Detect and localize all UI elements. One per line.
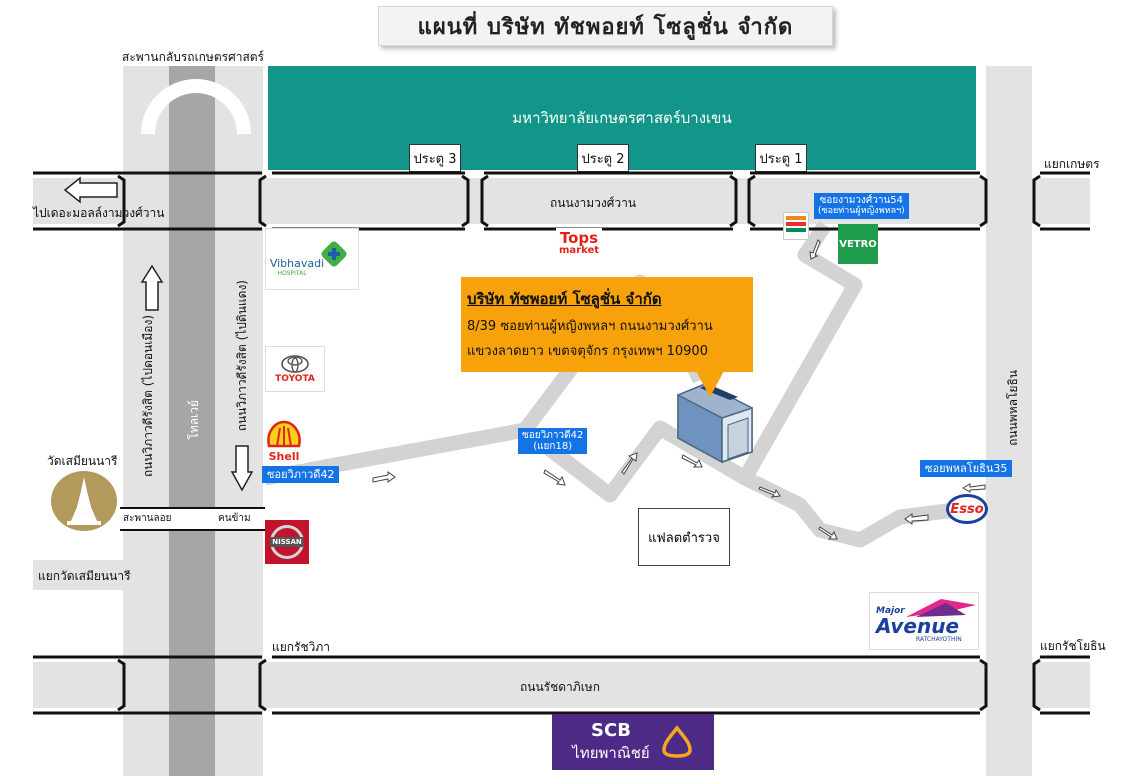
arrow-to-mall xyxy=(63,176,118,204)
major-avenue-logo: Major Avenue RATCHAYOTHIN xyxy=(869,592,979,650)
company-name: บริษัท ทัชพอยท์ โซลูชั่น จำกัด xyxy=(467,290,662,308)
road-phahonyothin-strip xyxy=(986,66,1032,776)
esso-logo: Esso xyxy=(946,494,988,524)
soi-vibhavadi42-tag: ซอยวิภาวดี42 xyxy=(262,466,340,483)
road-side-strip xyxy=(33,560,123,590)
vetro-logo: VETRO xyxy=(838,224,878,264)
map-title: แผนที่ บริษัท ทัชพอยท์ โซลูชั่น จำกัด xyxy=(378,6,833,46)
hospital-cross-icon xyxy=(321,241,347,267)
road-label-ratchadaphisek: ถนนรัชดาภิเษก xyxy=(520,680,600,694)
company-box-pointer xyxy=(696,371,724,397)
label-kaset-junction: แยกเกษตร xyxy=(1044,157,1100,171)
toyota-emblem-icon xyxy=(281,355,309,373)
company-building-icon xyxy=(677,383,753,464)
major-star-icon xyxy=(906,599,976,617)
label-temple: วัดเสมียนนารี xyxy=(47,454,118,468)
soi-vibhavadi42-branch-tag: ซอยวิภาวดี42 (แยก18) xyxy=(518,428,588,454)
label-ratchayothin-junction: แยกรัชโยธิน xyxy=(1040,639,1106,653)
seven-eleven-logo xyxy=(783,212,809,240)
route-main xyxy=(263,420,956,548)
temple-icon xyxy=(51,471,117,531)
kaset-bridge-arc xyxy=(141,79,251,135)
company-address-line2: แขวงลาดยาว เขตจตุจักร กรุงเทพฯ 10900 xyxy=(467,344,708,359)
route-north xyxy=(738,220,863,482)
soi-ngamwongwan54-tag: ซอยงามวงศ์วาน54 (ซอยท่านผู้หญิงพหลฯ) xyxy=(814,193,909,219)
nissan-logo: NISSAN xyxy=(265,520,309,564)
road-label-ngamwongwan: ถนนงามวงศ์วาน xyxy=(550,196,637,210)
gate-3: ประตู 3 xyxy=(409,144,461,172)
shell-logo: Shell xyxy=(264,418,304,464)
gate-2: ประตู 2 xyxy=(577,144,629,172)
scb-logo: SCB ไทยพาณิชย์ xyxy=(552,714,714,770)
company-info-box: บริษัท ทัชพอยท์ โซลูชั่น จำกัด 8/39 ซอยท… xyxy=(461,277,753,372)
shell-emblem-icon xyxy=(267,420,301,447)
arrow-down-vibhavadi xyxy=(230,445,254,492)
label-temple-junction: แยกวัดเสมียนนารี xyxy=(38,569,131,583)
tops-market-logo: Tops market xyxy=(556,228,602,258)
soi-phahon35-tag: ซอยพหลโยธิน35 xyxy=(920,460,1013,477)
label-flyover-right: คนข้าม xyxy=(218,513,251,524)
label-kaset-bridge: สะพานกลับรถเกษตรศาสตร์ xyxy=(122,50,265,64)
label-to-mall: ไปเดอะมอลล์งามวงศ์วาน xyxy=(33,206,165,220)
label-flyover-left: สะพานลอย xyxy=(123,513,172,524)
flyover-bar xyxy=(120,507,265,531)
police-flat: แฟลตตำรวจ xyxy=(638,508,730,566)
scb-emblem-icon xyxy=(661,725,692,758)
toyota-logo: TOYOTA xyxy=(265,346,325,392)
label-ratchavipha-junction: แยกรัชวิภา xyxy=(272,640,331,654)
arrow-up-vibhavadi xyxy=(140,264,164,311)
vibhavadi-hospital-logo: Vibhavadi HOSPITAL xyxy=(265,228,359,290)
company-address-line1: 8/39 ซอยท่านผู้หญิงพหลฯ ถนนงามวงศ์วาน xyxy=(467,319,713,334)
